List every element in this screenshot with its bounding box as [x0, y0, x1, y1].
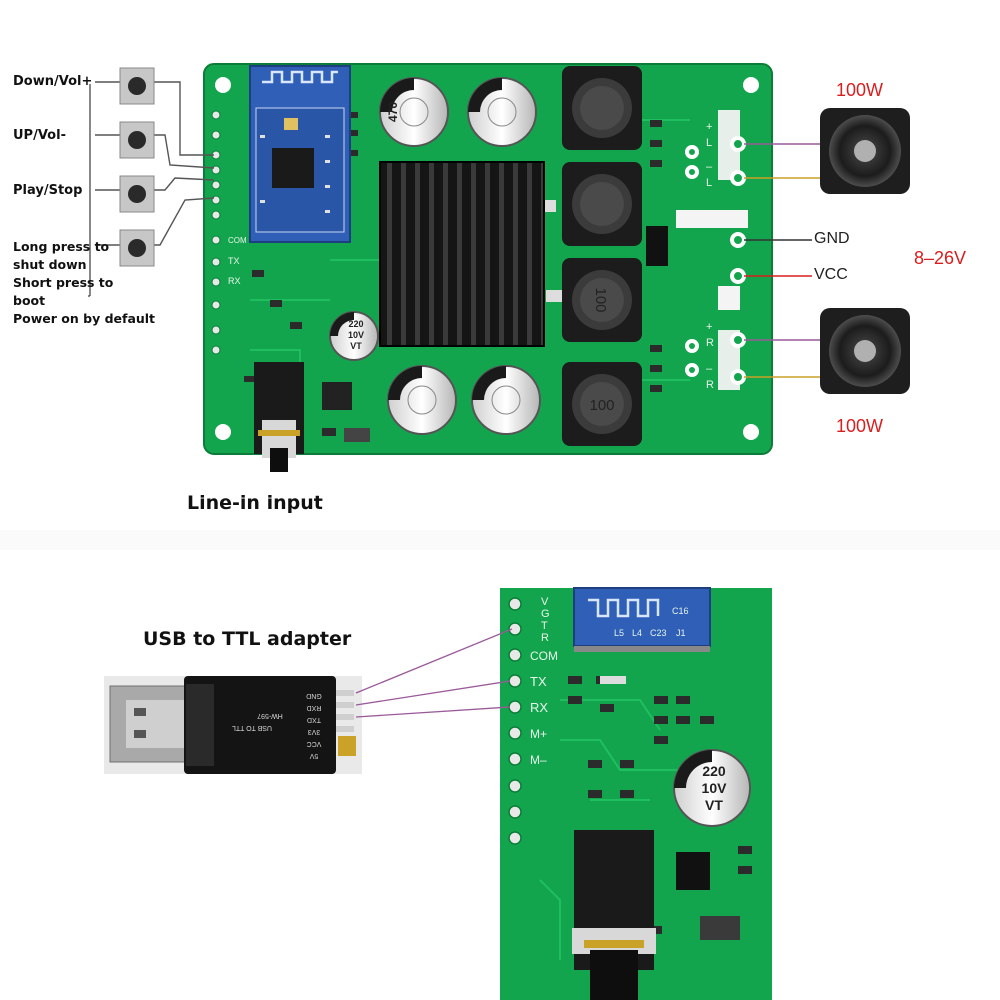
svg-text:L5: L5: [614, 628, 624, 638]
svg-text:220: 220: [348, 319, 363, 329]
capacitor-top-left: 470: [379, 77, 449, 147]
power-note-line: Short press to: [13, 275, 114, 290]
svg-text:M–: M–: [530, 753, 547, 767]
power-note-line: shut down: [13, 257, 87, 272]
svg-text:C16: C16: [672, 606, 689, 616]
svg-text:J1: J1: [676, 628, 686, 638]
svg-text:TX: TX: [530, 674, 547, 689]
bluetooth-module: [249, 65, 351, 243]
capacitor-small: 220 10V VT: [329, 311, 379, 361]
speaker-terminals: [685, 136, 746, 385]
label-gnd: GND: [814, 230, 850, 247]
svg-text:TXD: TXD: [307, 716, 321, 723]
svg-text:+: +: [706, 321, 712, 333]
svg-text:C23: C23: [650, 628, 667, 638]
label-down-vol-plus: Down/Vol+: [13, 74, 93, 89]
svg-text:R: R: [706, 379, 714, 391]
zoomed-pcb: V G T R COM TX RX M+ M– C16 L5 L4 C23 J1: [500, 587, 772, 1000]
label-top-speaker-power: 100W: [836, 80, 884, 100]
bluetooth-chip: [272, 148, 314, 188]
svg-text:L4: L4: [632, 628, 642, 638]
mounting-hole: [215, 77, 231, 93]
svg-text:M+: M+: [530, 727, 547, 741]
button-up-vol-minus: [119, 121, 155, 159]
capacitor-bottom-left: [387, 365, 457, 435]
zoom-bluetooth-module: C16 L5 L4 C23 J1: [573, 587, 711, 652]
caption-line-in: Line-in input: [187, 492, 323, 514]
svg-text:G: G: [541, 608, 550, 620]
inductor-3: 100: [562, 258, 642, 342]
svg-text:V: V: [541, 596, 549, 608]
main-pcb: 470 220 10V VT: [203, 63, 773, 472]
svg-text:RX: RX: [530, 700, 548, 715]
svg-text:470: 470: [386, 102, 400, 122]
svg-text:COM: COM: [530, 649, 558, 663]
mounting-hole: [743, 424, 759, 440]
uart-wires: [355, 628, 513, 718]
tactile-buttons: [119, 67, 155, 267]
svg-text:R: R: [541, 632, 549, 644]
svg-text:+: +: [706, 121, 712, 133]
button-power: [119, 229, 155, 267]
svg-text:3V3: 3V3: [308, 728, 321, 735]
svg-text:RX: RX: [228, 276, 241, 286]
zoom-pin-holes: [508, 597, 522, 845]
svg-text:TX: TX: [228, 256, 240, 266]
label-play-stop: Play/Stop: [13, 183, 83, 198]
svg-text:GND: GND: [306, 692, 322, 699]
svg-text:10V: 10V: [702, 780, 728, 796]
svg-text:L: L: [706, 137, 712, 149]
speaker-bottom: [820, 308, 910, 394]
label-up-vol-minus: UP/Vol-: [13, 128, 66, 143]
svg-text:100: 100: [592, 287, 609, 312]
svg-text:T: T: [541, 620, 548, 632]
svg-text:5V: 5V: [309, 752, 318, 759]
inductor-4: 100: [562, 362, 642, 446]
svg-text:VT: VT: [350, 341, 362, 351]
smd-components: [244, 112, 668, 442]
zoom-capacitor: 220 10V VT: [673, 749, 751, 827]
inductor-2: [562, 162, 642, 246]
svg-text:VT: VT: [705, 797, 723, 813]
section-divider: [0, 530, 1000, 550]
inductor-1: [562, 66, 642, 150]
capacitor-top-right: [467, 77, 537, 147]
power-note-line: Power on by default: [13, 311, 156, 326]
zoom-audio-jack: [572, 830, 656, 1000]
label-bottom-speaker-power: 100W: [836, 416, 884, 436]
caption-usb-ttl: USB to TTL adapter: [143, 628, 352, 650]
svg-text:10V: 10V: [348, 330, 364, 340]
svg-text:R: R: [706, 337, 714, 349]
adapter-pin-labels: GND RXD TXD 3V3 VCC 5V HW-597 USB TO TTL: [232, 692, 322, 759]
svg-text:RXD: RXD: [307, 704, 322, 711]
usb-ttl-adapter: GND RXD TXD 3V3 VCC 5V HW-597 USB TO TTL: [104, 676, 362, 774]
svg-text:–: –: [706, 363, 713, 375]
heatsink: [379, 161, 545, 347]
button-play-stop: [119, 175, 155, 213]
mounting-hole: [743, 77, 759, 93]
svg-text:VCC: VCC: [307, 740, 322, 747]
mounting-hole: [215, 424, 231, 440]
speaker-top: [820, 108, 910, 194]
svg-text:USB TO TTL: USB TO TTL: [232, 724, 272, 731]
label-voltage-range: 8–26V: [914, 248, 967, 268]
svg-text:100: 100: [589, 397, 614, 414]
svg-text:–: –: [706, 161, 713, 173]
power-note-line: boot: [13, 293, 46, 308]
svg-text:COM: COM: [228, 236, 247, 245]
button-down-vol-plus: [119, 67, 155, 105]
svg-text:HW-597: HW-597: [257, 712, 283, 719]
capacitor-bottom-right: [471, 365, 541, 435]
power-note-line: Long press to: [13, 239, 110, 254]
svg-text:L: L: [706, 177, 712, 189]
speaker-wires: [744, 143, 820, 378]
audio-jack: [254, 362, 304, 472]
svg-text:220: 220: [702, 763, 726, 779]
zoom-smd-components: [568, 676, 752, 940]
label-power-note: Long press to shut down Short press to b…: [13, 238, 155, 328]
label-vcc: VCC: [814, 266, 848, 283]
